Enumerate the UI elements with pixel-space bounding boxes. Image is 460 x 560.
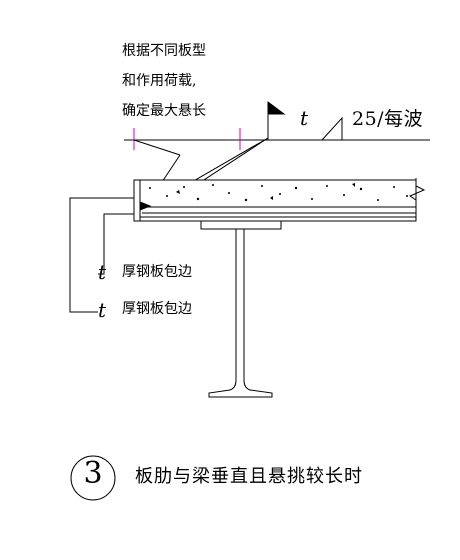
annotation-line-2: 和作用荷载,: [122, 73, 197, 89]
detail-number: 3: [83, 456, 103, 491]
break-line: [408, 178, 426, 209]
detail-number-circle: [70, 455, 116, 501]
annotation-line-1: 根据不同板型: [122, 43, 206, 59]
edge-plate: [133, 179, 152, 222]
weld-thickness-label: t: [300, 106, 309, 130]
concrete-aggregate: [149, 183, 408, 202]
overhang-dimension: [124, 128, 430, 150]
edge-label-leaders: [69, 197, 134, 313]
steel-deck: [133, 206, 417, 222]
detail-title: 板肋与梁垂直且悬挑较长时: [135, 466, 363, 487]
edge-thickness-label-2: t: [98, 298, 107, 322]
fillet-weld-icon: [321, 116, 343, 141]
edge-thickness-label-1: t: [98, 260, 107, 284]
annotation-line-3: 确定最大悬长: [122, 103, 206, 119]
weld-flag-icon: [267, 101, 286, 140]
edge-text-label-1: 厚钢板包边: [122, 264, 192, 280]
concrete-slab: [133, 179, 417, 208]
edge-text-label-2: 厚钢板包边: [122, 301, 192, 317]
weld-size-label: 25/每波: [352, 108, 424, 130]
steel-i-beam: [200, 220, 282, 398]
